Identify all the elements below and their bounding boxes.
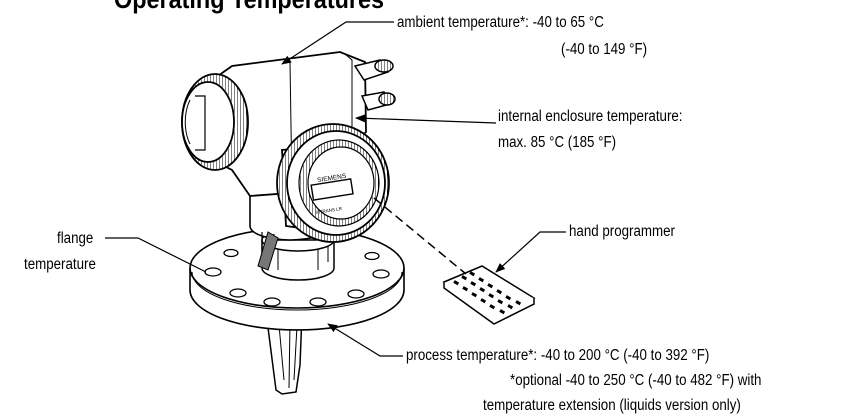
process-temperature-extension: temperature extension (liquids version o… xyxy=(483,397,741,414)
infrared-link-line xyxy=(373,197,467,275)
internal-temperature-label: internal enclosure temperature: xyxy=(498,108,683,125)
page-heading: Operating Temperatures xyxy=(114,0,384,14)
process-temperature-label: process temperature*: -40 to 200 °C (-40… xyxy=(406,347,710,364)
model-label: SITRANS LR xyxy=(315,206,343,215)
display-head xyxy=(276,123,390,243)
internal-leader xyxy=(355,114,497,124)
process-leader xyxy=(327,323,403,357)
process-temperature-optional: *optional -40 to 250 °C (-40 to 482 °F) … xyxy=(510,372,762,389)
ambient-temperature-label: ambient temperature*: -40 to 65 °C xyxy=(397,14,604,31)
hand-programmer-leader xyxy=(495,231,566,273)
flange-temperature-label: flange xyxy=(57,230,94,247)
flange-leader xyxy=(105,237,207,273)
ambient-leader xyxy=(281,21,394,65)
ambient-temperature-fahrenheit: (-40 to 149 °F) xyxy=(561,41,648,58)
antenna-rod xyxy=(265,311,303,395)
brand-label: SIEMENS xyxy=(317,173,348,185)
hand-programmer-device xyxy=(442,265,536,325)
keypad-keys xyxy=(453,271,522,315)
callout-leaders xyxy=(105,21,566,357)
hand-programmer-label: hand programmer xyxy=(569,223,675,240)
flange-temperature-label-2: temperature xyxy=(24,256,96,273)
flange-bolt-holes xyxy=(204,248,390,307)
internal-temperature-max: max. 85 °C (185 °F) xyxy=(498,134,617,151)
cable-glands xyxy=(353,59,396,111)
